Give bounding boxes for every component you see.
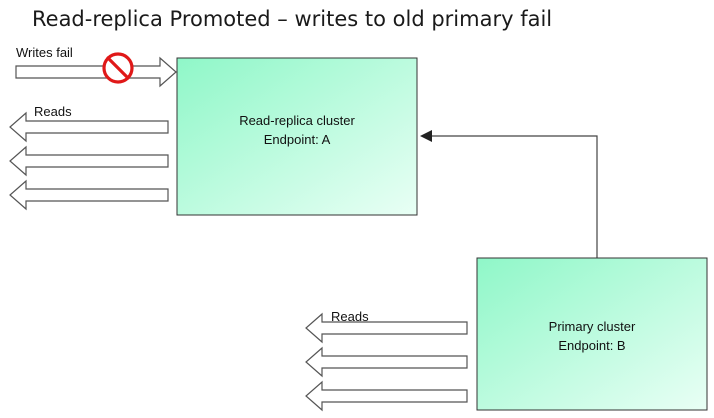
primary-reads-label: Reads (331, 309, 369, 324)
replication-arrowhead (420, 130, 432, 142)
primary-cluster-box (476, 257, 708, 411)
primary-cluster-text: Primary cluster Endpoint: B (477, 316, 707, 356)
primary-cluster-endpoint: Endpoint: B (558, 338, 626, 353)
replication-connector (432, 135, 598, 258)
replica-cluster-text: Read-replica cluster Endpoint: A (177, 110, 417, 150)
replica-cluster-endpoint: Endpoint: A (263, 132, 331, 147)
primary-cluster-name: Primary cluster (548, 319, 636, 334)
replica-reads-label: Reads (34, 104, 72, 119)
no-entry-icon (102, 52, 134, 84)
replica-read-arrow-2 (9, 145, 169, 177)
replica-cluster-name: Read-replica cluster (239, 113, 355, 128)
replica-cluster-box (176, 57, 418, 216)
replica-read-arrow-3 (9, 179, 169, 211)
primary-read-arrow-1 (305, 312, 468, 344)
diagram-title: Read-replica Promoted – writes to old pr… (32, 7, 553, 31)
replica-read-arrow-1 (9, 111, 169, 143)
primary-read-arrow-3 (305, 380, 468, 412)
writes-fail-arrow (15, 56, 177, 88)
writes-fail-label: Writes fail (16, 45, 73, 60)
primary-read-arrow-2 (305, 346, 468, 378)
